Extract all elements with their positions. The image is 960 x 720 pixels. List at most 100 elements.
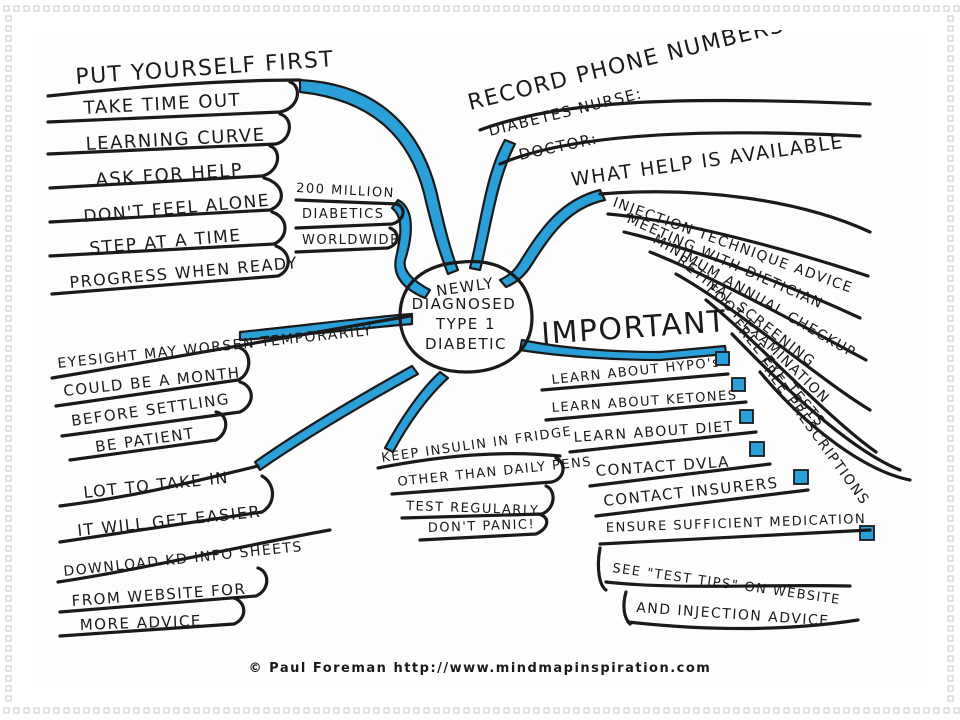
border-dot (5, 15, 12, 22)
border-dot (947, 125, 954, 132)
border-dot (947, 295, 954, 302)
border-dot (947, 55, 954, 62)
border-dot (5, 145, 12, 152)
border-dot (5, 515, 12, 522)
border-dot (493, 707, 500, 714)
border-dot (947, 655, 954, 662)
border-dot (333, 707, 340, 714)
border-dot (947, 135, 954, 142)
border-dot (623, 707, 630, 714)
border-dot (463, 5, 470, 12)
border-dot (5, 285, 12, 292)
border-dot (947, 575, 954, 582)
item-learning-curve: LEARNING CURVE (85, 125, 266, 155)
border-dot (947, 305, 954, 312)
border-dot (563, 5, 570, 12)
border-dot (947, 155, 954, 162)
border-dot (5, 115, 12, 122)
border-dot (5, 95, 12, 102)
border-dot (947, 595, 954, 602)
border-dot (633, 707, 640, 714)
border-dot (113, 5, 120, 12)
border-dot (233, 5, 240, 12)
border-dot (103, 707, 110, 714)
border-dot (143, 5, 150, 12)
border-dot (5, 415, 12, 422)
border-dot (53, 707, 60, 714)
border-dot (5, 645, 12, 652)
border-dot (473, 5, 480, 12)
border-dot (947, 565, 954, 572)
title-important: IMPORTANT (540, 304, 728, 352)
border-dot (947, 95, 954, 102)
border-dot (947, 435, 954, 442)
border-dot (623, 5, 630, 12)
border-dot (533, 5, 540, 12)
border-dot (5, 475, 12, 482)
border-dot (5, 295, 12, 302)
border-dot (773, 707, 780, 714)
border-dot (5, 655, 12, 662)
border-dot (163, 5, 170, 12)
border-dot (947, 75, 954, 82)
checkbox-hypos[interactable] (715, 351, 730, 366)
border-dot (5, 45, 12, 52)
border-dot (947, 225, 954, 232)
border-dot (5, 605, 12, 612)
checkbox-medication[interactable] (859, 525, 875, 541)
border-dot (603, 5, 610, 12)
border-dot (93, 5, 100, 12)
border-dot (373, 5, 380, 12)
item-dont-panic: DON'T PANIC! (428, 517, 536, 536)
checkbox-ketones[interactable] (731, 377, 746, 392)
border-dot (947, 685, 954, 692)
border-dot (5, 435, 12, 442)
checkbox-dvla[interactable] (749, 441, 765, 457)
border-dot (5, 175, 12, 182)
border-dot (83, 707, 90, 714)
border-dot (833, 5, 840, 12)
checkbox-insurers[interactable] (793, 469, 809, 485)
border-dot (947, 25, 954, 32)
border-dot (443, 5, 450, 12)
border-dot (853, 5, 860, 12)
border-dot (23, 707, 30, 714)
border-dot (5, 315, 12, 322)
border-dot (603, 707, 610, 714)
border-dot (273, 5, 280, 12)
checkbox-diet[interactable] (739, 409, 754, 424)
branches (238, 78, 728, 472)
border-dot (63, 5, 70, 12)
border-dot (263, 707, 270, 714)
border-dot (947, 395, 954, 402)
border-dot (947, 525, 954, 532)
border-dot (113, 707, 120, 714)
border-dot (733, 5, 740, 12)
border-dot (693, 5, 700, 12)
border-dot (453, 707, 460, 714)
border-dot (43, 707, 50, 714)
mind-map: NEWLY DIAGNOSED TYPE 1 DIABETIC PUT YOUR… (46, 30, 912, 676)
border-dot (5, 85, 12, 92)
border-dot (553, 707, 560, 714)
border-dot (813, 5, 820, 12)
border-dot (943, 707, 950, 714)
border-dot (353, 707, 360, 714)
border-dot (853, 707, 860, 714)
border-dot (193, 707, 200, 714)
border-dot (783, 5, 790, 12)
border-dot (683, 707, 690, 714)
border-dot (947, 605, 954, 612)
border-dot (5, 465, 12, 472)
border-dot (523, 707, 530, 714)
border-dot (533, 707, 540, 714)
border-dot (5, 105, 12, 112)
center-line-4: DIABETIC (425, 335, 507, 353)
border-dot (153, 707, 160, 714)
border-dot (723, 707, 730, 714)
border-dot (947, 325, 954, 332)
border-dot (583, 5, 590, 12)
border-dot (73, 707, 80, 714)
border-dot (947, 585, 954, 592)
